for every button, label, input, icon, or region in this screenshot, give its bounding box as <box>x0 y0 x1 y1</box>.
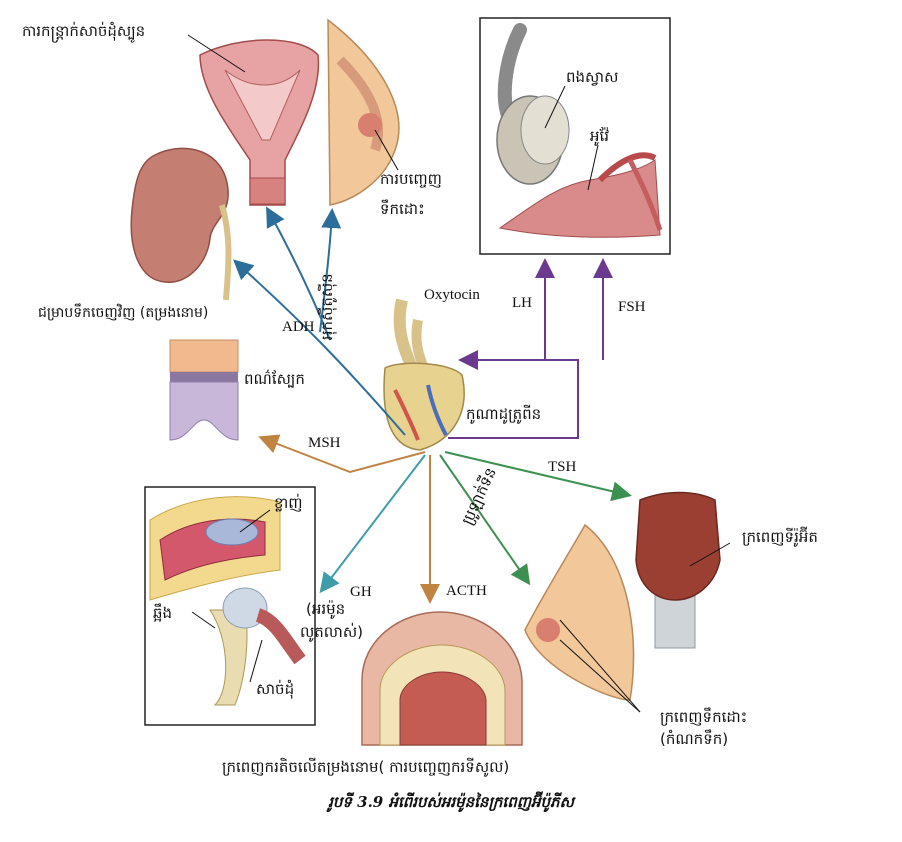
gh-label: GH <box>350 584 372 600</box>
lh-label: LH <box>512 295 532 311</box>
thyroid-illustration <box>635 491 721 649</box>
kidney-label: ជម្រាបទឹកចេញវិញ (តម្រងនោម) <box>38 305 209 321</box>
skin-color-label: ពណ៌ស្បែក <box>244 370 305 388</box>
muscle-pointer <box>249 639 263 683</box>
msh-arrow <box>258 434 426 474</box>
gh-arrow <box>319 454 426 594</box>
uterus-pointer <box>187 34 246 73</box>
adh-label: ADH <box>282 319 315 335</box>
kidney-illustration <box>130 147 232 301</box>
fat-pointer <box>239 509 271 533</box>
tsh-label: TSH <box>548 459 577 475</box>
adh-arrow <box>233 259 406 436</box>
bone-illustration <box>209 587 306 706</box>
gonadotropin-label: កូណាដូត្រូពីន <box>466 405 542 423</box>
msh-label: MSH <box>308 435 341 451</box>
pituitary-illustration <box>383 298 465 451</box>
figure-caption: រូបទី 3.9 អំពើរបស់អរម៉ូននៃក្រពេញអ៊ីប៉ូភី… <box>328 793 574 811</box>
ovary-illustration <box>498 152 663 238</box>
uterus-illustration <box>199 39 320 206</box>
lower-breast-illustration <box>524 523 635 701</box>
milk-ejection-label-2: ទឹកដោះ <box>380 200 425 218</box>
thyroid-pointer <box>689 542 731 567</box>
oxytocin-khmer-label: អុកស៊ីតូស៊ីន <box>318 273 336 340</box>
growth-hormone-label: (អរម៉ូន <box>306 600 346 618</box>
adrenal-label: ក្រពេញករតិចលើតម្រងនោម( ការបញ្ចេញករទីសូល) <box>222 758 510 776</box>
skin-illustration <box>169 339 239 441</box>
gonadotropin-arrows <box>448 258 613 439</box>
mammary-pointer-2 <box>559 639 641 713</box>
mammary-label-2: (កំណកទឹក) <box>660 730 729 748</box>
testis-pointer <box>544 85 566 129</box>
uterus-muscle-label: ការកន្ត្រាក់សាច់ដុំស្បូន <box>22 22 146 40</box>
milk-ejection-label: ការបញ្ចេញ <box>380 170 442 188</box>
tsh-arrow <box>444 451 632 502</box>
ovary-pointer <box>587 144 599 191</box>
ovary-label: អូវ៉ែ <box>590 127 610 145</box>
testis-label: ពងស្វាស <box>566 68 619 86</box>
thyroid-label: ក្រពេញទីរ៉ូអ៊ីត <box>742 528 818 546</box>
breast-arrow <box>319 208 342 333</box>
breast-illustration <box>327 18 400 206</box>
testis-illustration <box>496 23 570 185</box>
fat-label: ខ្លាញ់ <box>274 494 303 512</box>
mammary-label: ក្រពេញទឹកដោះ <box>660 708 748 726</box>
mammary-pointer-1 <box>559 619 641 713</box>
fat-illustration <box>149 496 281 601</box>
muscle-label: សាច់ដុំ <box>256 680 295 698</box>
prolactin-arrow <box>439 454 531 586</box>
adrenal-illustration <box>361 611 523 746</box>
bone-pointer <box>191 611 216 629</box>
acth-label: ACTH <box>446 583 487 599</box>
fsh-label: FSH <box>618 299 646 315</box>
oxytocin-label: Oxytocin <box>424 287 480 303</box>
breast-pointer <box>374 129 399 171</box>
bone-label: ឆ្អឹង <box>153 604 173 622</box>
growth-hormone-label-2: លូតលាស់) <box>300 623 363 641</box>
uterus-arrow <box>266 206 331 341</box>
